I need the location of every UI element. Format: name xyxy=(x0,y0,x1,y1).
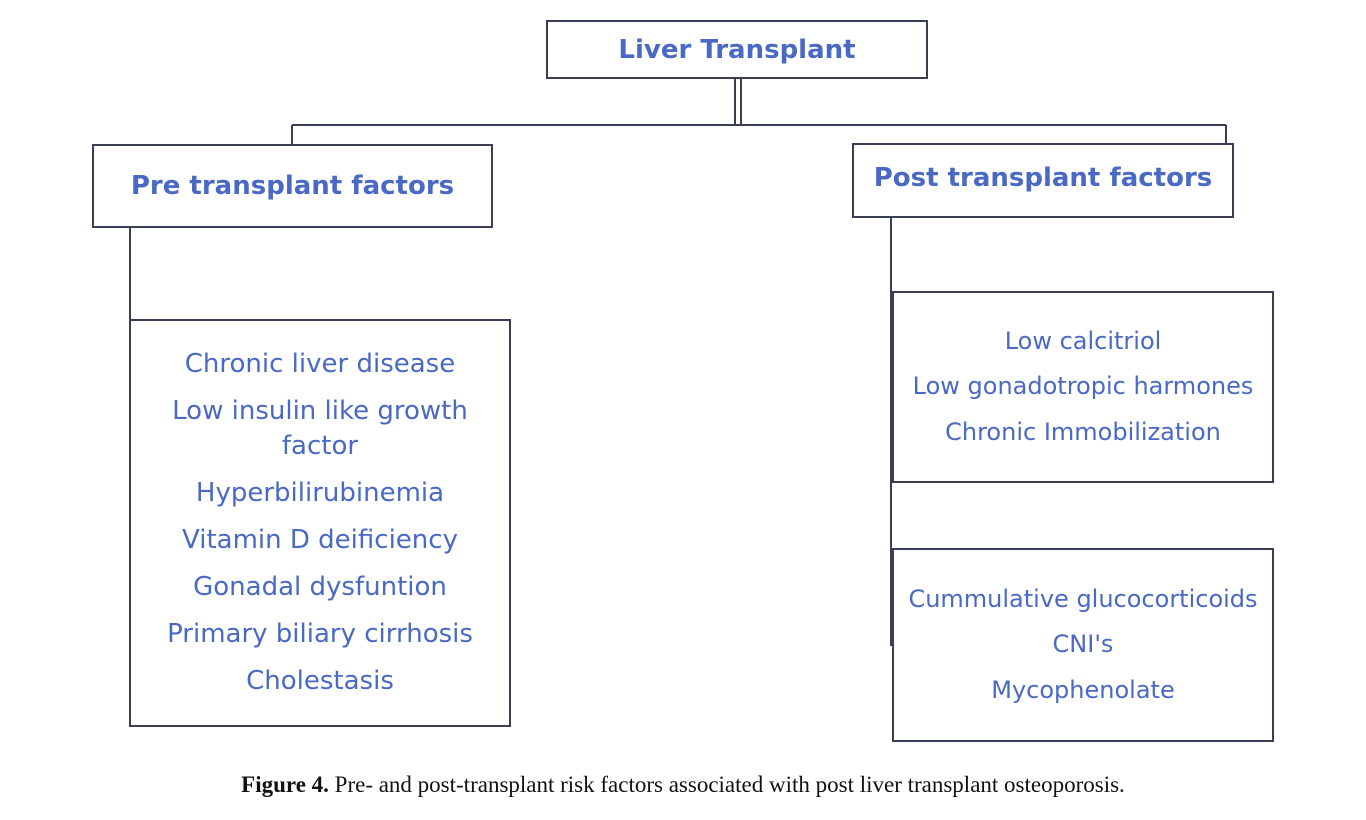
list-item: Cholestasis xyxy=(246,666,394,697)
list-item: Low gonadotropic harmones xyxy=(912,372,1254,401)
list-item: CNI's xyxy=(1052,630,1114,659)
list-item: Mycophenolate xyxy=(991,675,1175,704)
list-item: Primary biliary cirrhosis xyxy=(167,619,473,650)
list-item: Gonadal dysfuntion xyxy=(193,572,447,603)
figure-caption-label: Figure 4. xyxy=(241,772,329,797)
pre-transplant-node: Pre transplant factors xyxy=(92,144,493,228)
post-transplant-factors-group-2: Cummulative glucocorticoids CNI's Mycoph… xyxy=(892,548,1274,742)
list-item: Vitamin D deificiency xyxy=(182,525,458,555)
list-item: Low calcitriol xyxy=(1004,326,1162,355)
list-item: Chronic liver disease xyxy=(184,348,456,379)
post-transplant-factors-group-1: Low calcitriol Low gonadotropic harmones… xyxy=(892,291,1274,483)
list-item: Cummulative glucocorticoids xyxy=(908,584,1258,613)
root-node-liver-transplant: Liver Transplant xyxy=(546,20,928,79)
post-transplant-label: Post transplant factors xyxy=(873,163,1213,193)
root-node-label: Liver Transplant xyxy=(618,34,856,65)
post-transplant-node: Post transplant factors xyxy=(852,143,1234,218)
list-item: Chronic Immobilization xyxy=(945,417,1221,446)
pre-transplant-factors-list: Chronic liver disease Low insulin like g… xyxy=(129,319,511,727)
list-item: Low insulin like growth factor xyxy=(172,395,468,461)
figure-caption-text: Pre- and post-transplant risk factors as… xyxy=(328,772,1125,797)
figure-caption: Figure 4. Pre- and post-transplant risk … xyxy=(0,772,1366,798)
pre-transplant-label: Pre transplant factors xyxy=(130,171,455,201)
list-item: Hyperbilirubinemia xyxy=(195,477,445,508)
